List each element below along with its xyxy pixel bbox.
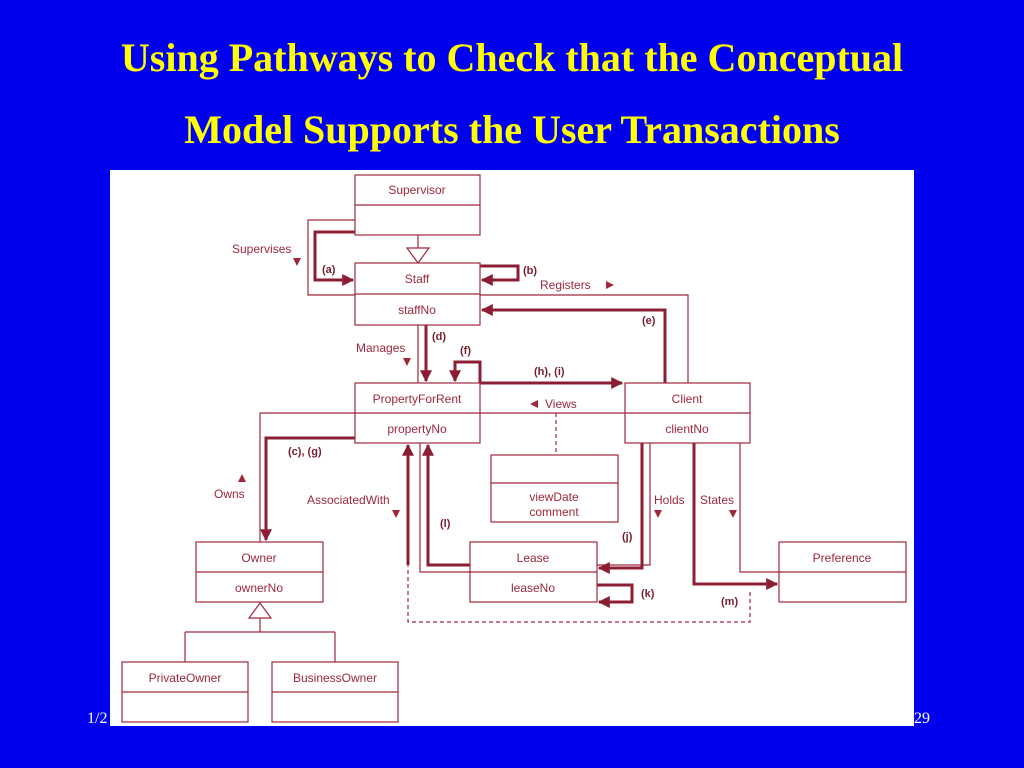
class-attribute: propertyNo <box>387 422 447 436</box>
associated-with-line <box>419 443 470 573</box>
class-attribute: staffNo <box>398 303 436 317</box>
slide-title-line-1: Using Pathways to Check that the Concept… <box>120 35 904 80</box>
registers-label: Registers <box>540 278 591 292</box>
uml-diagram-panel: Supervisor Staff staffNo PropertyForRent… <box>110 170 914 726</box>
owns-direction-icon <box>238 474 246 482</box>
direction-markers <box>238 258 737 518</box>
pathway-cg-arrow <box>260 436 355 542</box>
class-supervisor: Supervisor <box>354 174 481 236</box>
pathway-e-label: (e) <box>642 315 656 327</box>
class-attribute-comment: comment <box>529 505 579 519</box>
pathway-j-label: (j) <box>622 531 633 543</box>
class-name: Staff <box>405 272 430 286</box>
holds-line <box>597 443 651 566</box>
pathway-m-arrow <box>692 443 779 590</box>
class-property-for-rent: PropertyForRent propertyNo <box>354 382 481 444</box>
pathway-cg-label: (c), (g) <box>288 446 322 458</box>
uml-diagram: Supervisor Staff staffNo PropertyForRent… <box>121 174 907 723</box>
slide-title-line-2: Model Supports the User Transactions <box>184 107 840 152</box>
slide-number: 29 <box>914 710 930 727</box>
class-staff: Staff staffNo <box>354 262 481 326</box>
owns-line <box>259 412 355 542</box>
class-name: Preference <box>813 551 872 565</box>
class-name: Lease <box>517 551 550 565</box>
class-attribute: leaseNo <box>511 581 555 595</box>
class-preference: Preference <box>778 541 907 603</box>
states-direction-icon <box>729 510 737 518</box>
manages-direction-icon <box>403 358 411 366</box>
class-name: Supervisor <box>388 183 445 197</box>
owns-label: Owns <box>214 487 245 501</box>
holds-direction-icon <box>654 510 662 518</box>
class-client: Client clientNo <box>624 382 751 444</box>
states-label: States <box>700 493 734 507</box>
class-business-owner: BusinessOwner <box>271 661 399 723</box>
class-name: Client <box>672 392 703 406</box>
views-label: Views <box>545 397 577 411</box>
registers-direction-icon <box>606 281 614 289</box>
class-owner: Owner ownerNo <box>195 541 324 603</box>
class-private-owner: PrivateOwner <box>121 661 249 723</box>
class-name: PropertyForRent <box>373 392 462 406</box>
holds-label: Holds <box>654 493 685 507</box>
association-labels: Supervises Registers Manages Views Owns … <box>214 242 734 507</box>
pathway-labels: (a) (b) (e) (d) (f) (h), (i) (c), (g) (l… <box>288 264 738 608</box>
pathway-e-arrow <box>480 304 667 383</box>
pathway-m-label: (m) <box>721 596 738 608</box>
pathway-f-label: (f) <box>460 345 471 357</box>
class-attribute-view-date: viewDate <box>529 490 579 504</box>
association-class-viewing: viewDate comment <box>490 454 619 523</box>
views-direction-icon <box>530 400 538 408</box>
generalization-triangle-owner <box>247 601 273 619</box>
pathway-a-label: (a) <box>322 264 336 276</box>
associated-with-direction-icon <box>392 510 400 518</box>
associated-with-label: AssociatedWith <box>307 493 390 507</box>
class-name: BusinessOwner <box>293 671 377 685</box>
pathway-f-arrow <box>449 360 482 383</box>
pathway-k-label: (k) <box>641 588 655 600</box>
states-line <box>739 443 779 573</box>
supervises-line <box>307 219 355 296</box>
pathway-l-label: (l) <box>440 518 451 530</box>
class-name: Owner <box>241 551 276 565</box>
pathway-arrows <box>260 230 779 608</box>
pathway-b-label: (b) <box>523 265 537 277</box>
pathway-j-arrow <box>597 443 644 574</box>
pathway-b-arrow <box>480 264 520 286</box>
class-attribute: clientNo <box>665 422 709 436</box>
class-attribute: ownerNo <box>235 581 283 595</box>
pathway-d-label: (d) <box>432 331 446 343</box>
generalization-triangle-staff <box>405 247 431 265</box>
class-name: PrivateOwner <box>149 671 222 685</box>
pathway-hi-label: (h), (i) <box>534 366 565 378</box>
manages-label: Manages <box>356 341 405 355</box>
pathway-l-arrow <box>422 443 470 567</box>
supervises-label: Supervises <box>232 242 291 256</box>
class-lease: Lease leaseNo <box>469 541 598 603</box>
pathway-a-arrow <box>313 230 355 286</box>
pathway-k-arrow <box>597 583 634 608</box>
registers-line <box>480 294 689 383</box>
footer-date: 1/2 <box>87 710 108 727</box>
supervises-direction-icon <box>293 258 301 266</box>
